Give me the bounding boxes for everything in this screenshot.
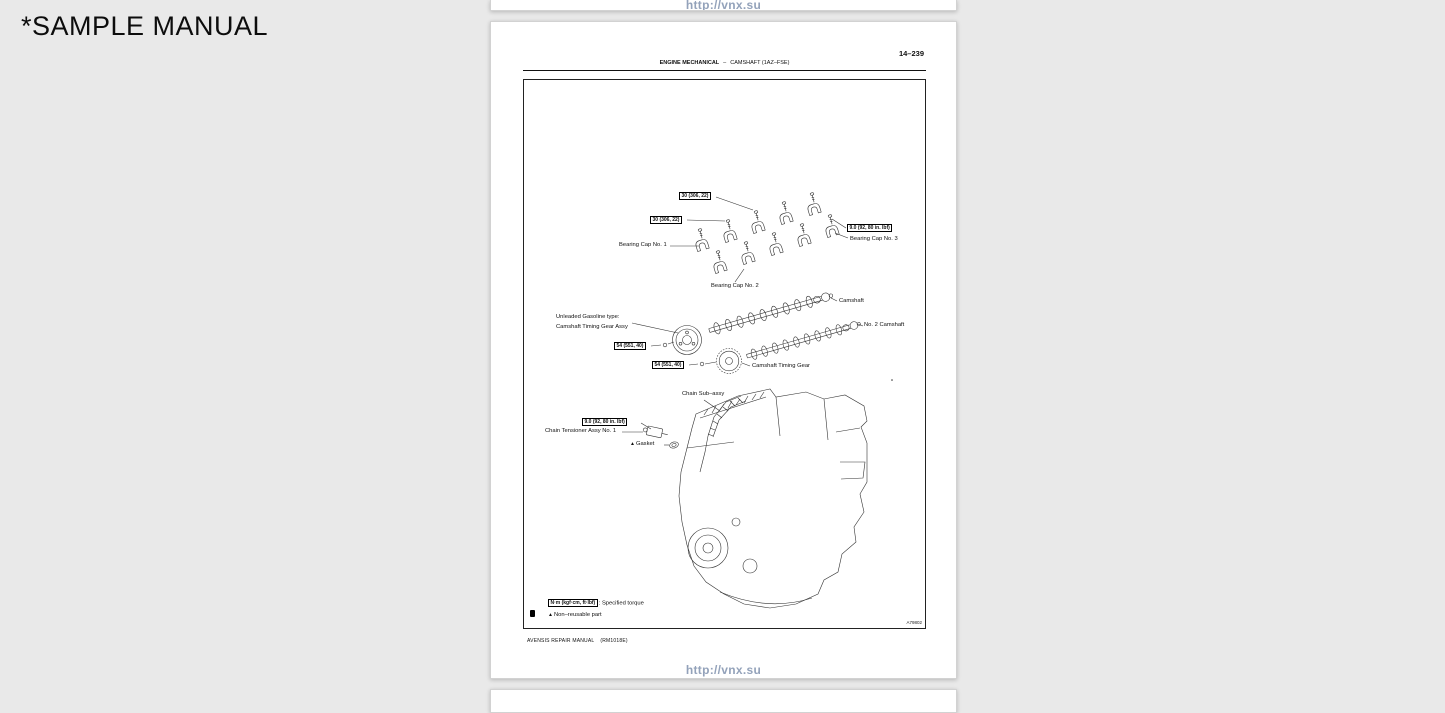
footer-manual-code: (RM1018E) [600,638,628,644]
url-watermark-top: http://vnx.su [685,0,762,11]
nonreusable-marker-icon: ▲ [630,441,635,447]
torque-label-gear-assy-bolt: 54 (551, 40) [614,342,646,350]
nonreusable-legend-icon: ▲ [548,612,553,618]
url-watermark-bottom: http://vnx.su [685,663,762,677]
legend-torque-desc: : Specified torque [598,600,644,607]
torque-label-cap-bolt-a: 30 (306, 22) [679,192,711,200]
exploded-engine-diagram [622,192,893,609]
page-number: 14–239 [898,49,924,58]
footer-manual-name: AVENSIS REPAIR MANUAL [527,638,595,644]
torque-label-cap3-bolt: 9.0 (92, 80 in. lbf) [847,224,893,232]
manual-page: 14–239 ENGINE MECHANICAL–CAMSHAFT (1AZ–F… [490,21,957,679]
label-bearing-cap-3: Bearing Cap No. 3 [850,236,898,242]
label-no2-camshaft: No. 2 Camshaft [864,322,905,328]
legend-nonreusable: ▲Non–reusable part [548,611,602,619]
chapter-title: CAMSHAFT (1AZ–FSE) [730,60,790,66]
label-chain-tensioner: Chain Tensioner Assy No. 1 [545,428,617,434]
sample-manual-banner: *SAMPLE MANUAL [21,11,269,41]
legend-torque: N·m (kgf·cm, ft·lbf): Specified torque [548,599,644,608]
section-header: ENGINE MECHANICAL–CAMSHAFT (1AZ–FSE) [523,60,926,66]
torque-label-gear-bolt: 54 (551, 40) [652,361,684,369]
legend-nonreusable-desc: Non–reusable part [553,612,602,618]
header-rule [523,70,926,71]
stray-dot [891,379,893,381]
label-unleaded-note-line2: Camshaft Timing Gear Assy [556,324,628,330]
label-chain-sub-assy: Chain Sub–assy [682,391,725,397]
label-camshaft-timing-gear: Camshaft Timing Gear [752,363,810,369]
legend-torque-box: N·m (kgf·cm, ft·lbf) [548,599,598,607]
label-gasket-text: Gasket [635,441,655,447]
torque-label-tensioner-bolt: 9.0 (92, 80 in. lbf) [582,418,628,426]
figure-frame: 30 (306, 22) 30 (306, 22) 9.0 (92, 80 in… [523,79,926,629]
figure-code: A79802 [906,620,922,625]
torque-label-cap-bolt-b: 30 (306, 22) [650,216,682,224]
header-separator: – [723,60,727,66]
label-camshaft: Camshaft [839,298,864,304]
page-footer: AVENSIS REPAIR MANUAL (RM1018E) [527,638,628,644]
label-bearing-cap-2: Bearing Cap No. 2 [711,283,759,289]
label-gasket: ▲Gasket [630,441,654,448]
next-page-edge [490,689,957,713]
label-unleaded-note-line1: Unleaded Gasoline type: [556,314,620,320]
label-bearing-cap-1: Bearing Cap No. 1 [619,242,667,248]
previous-page-edge: http://vnx.su [490,0,957,11]
section-name: ENGINE MECHANICAL [659,60,720,66]
corner-mark [530,610,535,617]
